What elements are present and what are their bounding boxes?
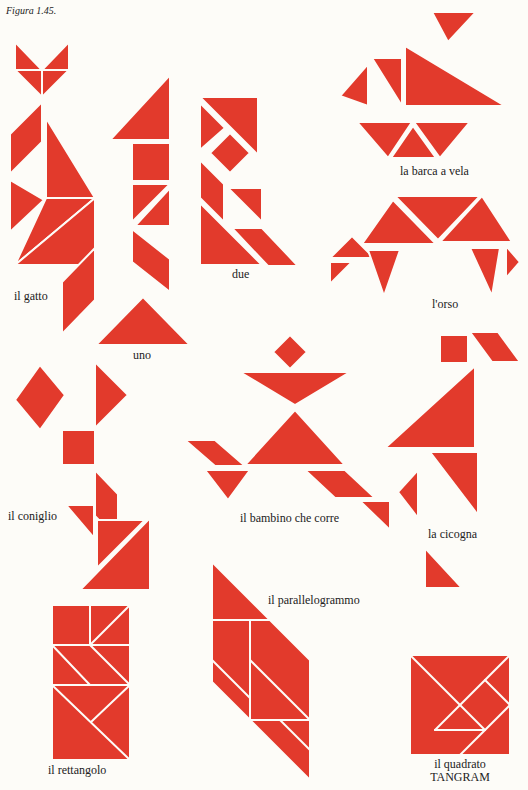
stork-figure (385, 332, 520, 588)
rectangle-figure (52, 605, 130, 760)
figure-label: il quadrato TANGRAM (420, 758, 500, 784)
figure-label: uno (133, 349, 151, 362)
cat-figure (10, 42, 95, 334)
figure-label: la cicogna (428, 528, 477, 541)
figure-label: il gatto (14, 290, 48, 303)
figure-number: Figura 1.45. (6, 4, 56, 17)
figure-label: il parallelogrammo (268, 594, 360, 607)
figure-label: il coniglio (8, 510, 57, 523)
figure-label: due (232, 268, 249, 281)
cut-lines (52, 605, 510, 760)
bear-figure (330, 196, 520, 296)
two-figure (200, 97, 298, 266)
figure-label: la barca a vela (400, 165, 469, 178)
square-figure (410, 655, 510, 755)
running-child-figure (185, 335, 390, 530)
one-figure (96, 75, 190, 345)
rabbit-figure (15, 362, 150, 590)
figure-label: il bambino che corre (240, 512, 339, 525)
figure-label: il rettangolo (48, 764, 106, 777)
figure-label: l'orso (432, 298, 458, 311)
sailboat-figure (340, 12, 505, 158)
